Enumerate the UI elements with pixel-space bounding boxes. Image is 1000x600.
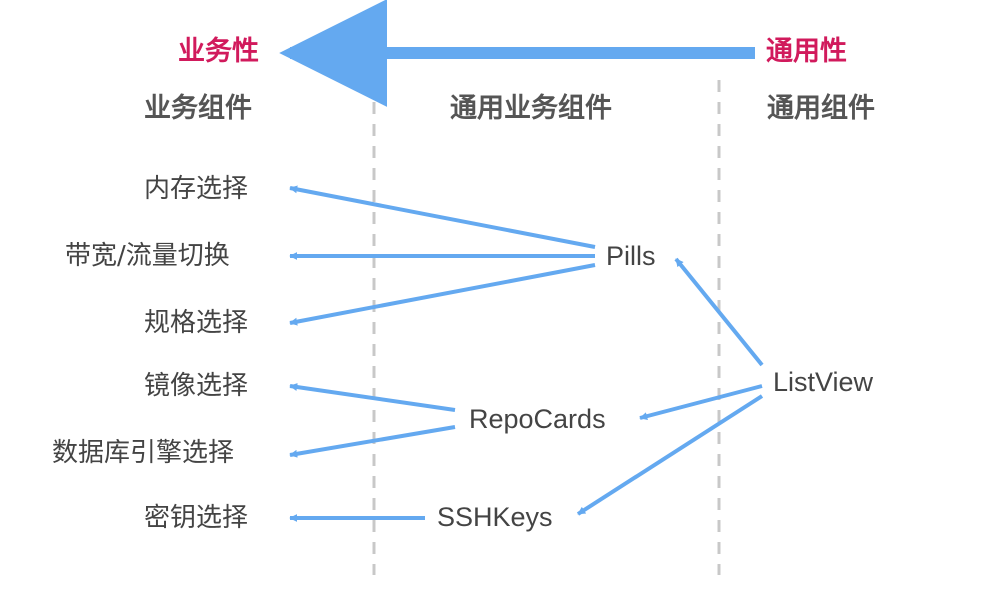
node-listview: ListView <box>773 367 874 397</box>
business-item-memory: 内存选择 <box>144 174 249 204</box>
arrow-repocards-to-db-engine <box>289 425 456 458</box>
business-item-image: 镜像选择 <box>144 371 249 401</box>
connector-arrows <box>289 185 764 522</box>
node-sshkeys: SSHKeys <box>437 502 553 532</box>
arrow-pills-to-spec <box>289 263 596 326</box>
business-item-spec: 规格选择 <box>144 308 249 338</box>
arrow-listview-to-sshkeys <box>576 394 764 516</box>
node-pills: Pills <box>606 241 656 271</box>
axis-label-generic: 通用性 <box>766 36 847 67</box>
business-item-db-engine: 数据库引擎选择 <box>52 438 235 468</box>
business-item-key: 密钥选择 <box>144 503 249 533</box>
arrow-listview-to-pills <box>674 257 764 367</box>
node-repocards: RepoCards <box>469 404 606 434</box>
business-item-bandwidth: 带宽/流量切换 <box>65 241 230 271</box>
arrow-listview-to-repocards <box>639 384 763 421</box>
axis-label-business: 业务性 <box>178 36 259 67</box>
column-header-generic-business: 通用业务组件 <box>450 93 612 124</box>
column-header-generic: 通用组件 <box>767 93 875 124</box>
arrow-pills-to-memory <box>289 185 596 249</box>
column-header-business: 业务组件 <box>144 93 252 124</box>
column-dividers <box>372 80 721 575</box>
arrow-repocards-to-image <box>289 383 456 412</box>
